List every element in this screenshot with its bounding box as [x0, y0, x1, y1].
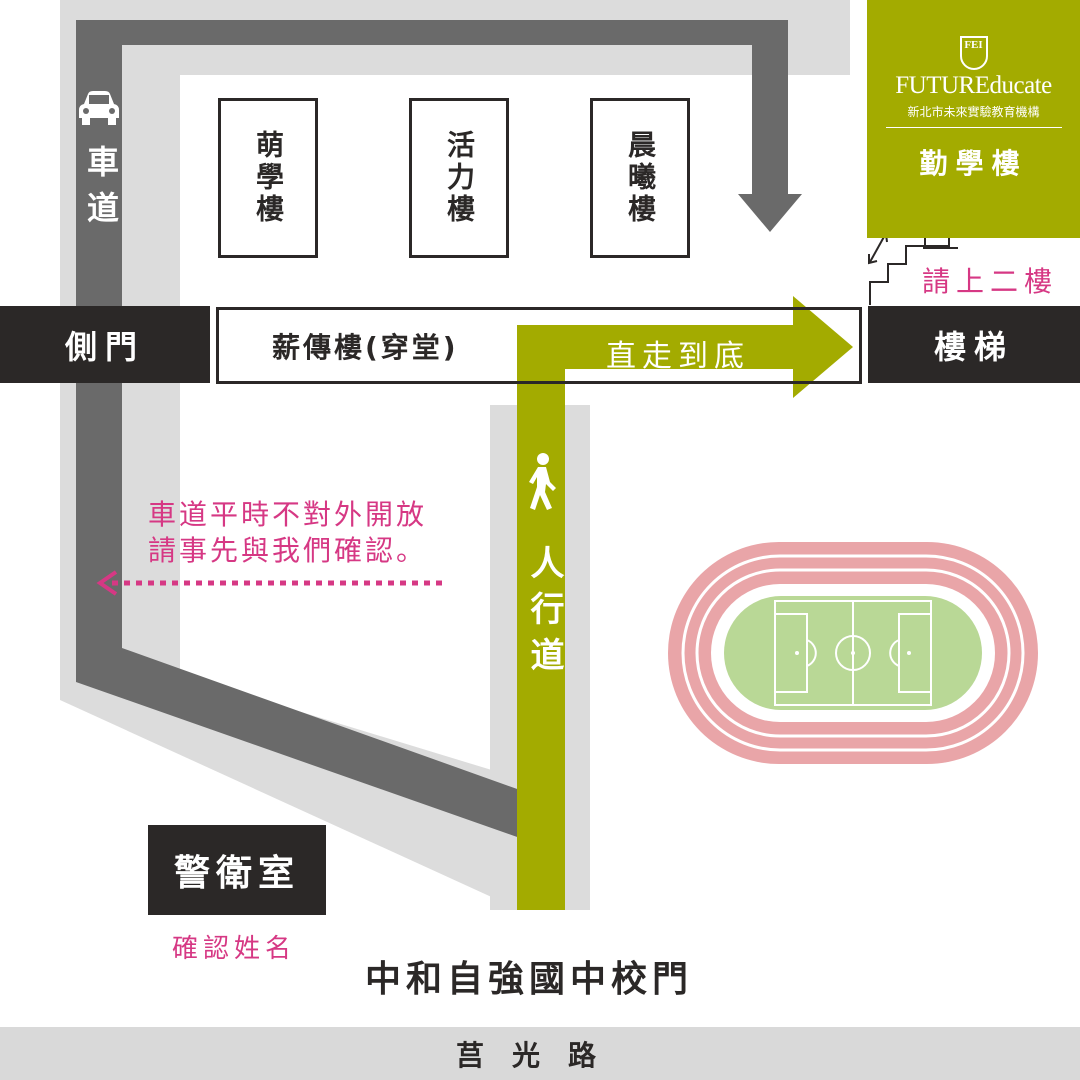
soccer-field-icon: [668, 542, 1038, 764]
building-mengxue: 萌學樓: [218, 98, 318, 258]
building-label: 活力樓: [443, 130, 476, 226]
school-gate-label: 中和自強國中校門: [365, 959, 694, 1000]
pass-through-label: 薪傳樓(穿堂): [272, 331, 459, 364]
building-chenxi: 晨曦樓: [590, 98, 690, 258]
building-label: 萌學樓: [252, 130, 285, 226]
guard-room: 警衛室: [148, 825, 326, 915]
qinxue-building-label: 勤學樓: [919, 147, 1028, 180]
straight-arrow: [793, 296, 853, 398]
building-huoli: 活力樓: [409, 98, 509, 258]
stairs-box: 樓梯: [868, 306, 1080, 383]
pedestrian-icon: [524, 452, 558, 512]
stairs-arrow-icon: [868, 232, 888, 265]
pass-through-building: [216, 307, 862, 384]
driveway-label: 車道: [82, 145, 120, 237]
notice-line-2: 請事先與我們確認。: [148, 534, 428, 567]
crest-icon: FEI: [959, 36, 988, 70]
brand-divider: [885, 127, 1062, 128]
upstairs-label: 請上二樓: [922, 265, 1059, 298]
building-label: 晨曦樓: [624, 130, 657, 226]
driveway-arrow: [738, 194, 802, 232]
notice-text: 車道平時不對外開放 請事先與我們確認。: [148, 497, 427, 569]
sidewalk-path: [517, 325, 565, 910]
street-label: 莒光路: [455, 1038, 624, 1072]
notice-arrow-head: [96, 570, 118, 596]
sidewalk-label: 人行道: [524, 545, 564, 683]
side-gate: 側門: [0, 306, 210, 383]
confirm-name-label: 確認姓名: [172, 934, 297, 964]
go-straight-label: 直走到底: [606, 339, 750, 374]
notice-line-1: 車道平時不對外開放: [148, 498, 428, 531]
street-bar: 莒光路: [0, 1027, 1080, 1080]
brand-subtitle: 新北市未來實驗教育機構: [907, 105, 1040, 119]
straight-path: [517, 325, 794, 369]
brand-panel: FEI FUTUREducate 新北市未來實驗教育機構 勤學樓: [867, 0, 1080, 238]
brand-name: FUTUREducate: [895, 72, 1052, 99]
stairs-icon: [869, 245, 958, 305]
car-icon: [76, 88, 122, 128]
